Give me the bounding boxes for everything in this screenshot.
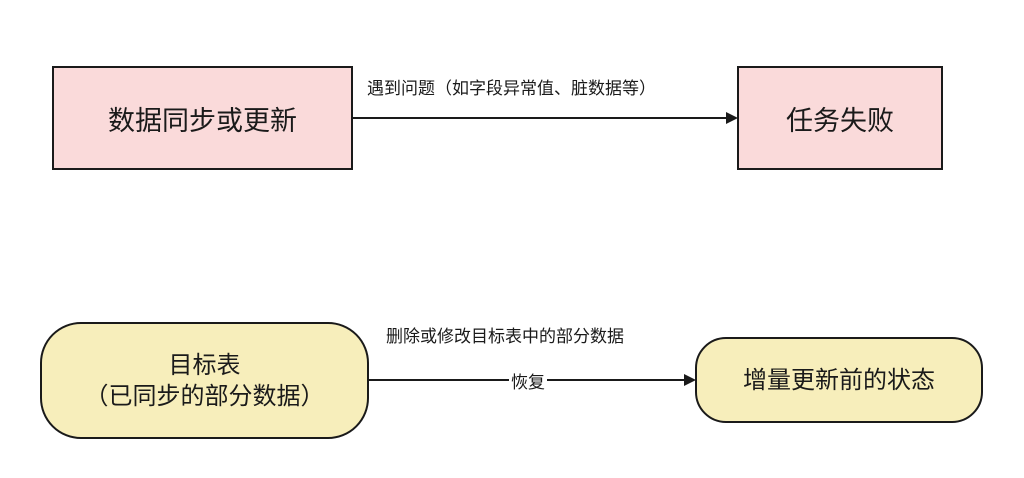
edge-sync-to-failed-text: 遇到问题（如字段异常值、脏数据等） (367, 79, 656, 99)
edge-target-to-state-top-label: 删除或修改目标表中的部分数据 (386, 322, 624, 347)
edge-target-to-state-top-text: 删除或修改目标表中的部分数据 (386, 327, 624, 347)
node-sync-update (52, 66, 353, 170)
node-state-before (695, 337, 983, 423)
node-target-table (40, 322, 369, 439)
edge-target-to-state-mid-text: 恢复 (511, 373, 545, 393)
edge-sync-to-failed-label: 遇到问题（如字段异常值、脏数据等） (367, 74, 656, 99)
edge-target-to-state-mid-label: 恢复 (509, 368, 547, 393)
node-task-failed (737, 66, 943, 170)
